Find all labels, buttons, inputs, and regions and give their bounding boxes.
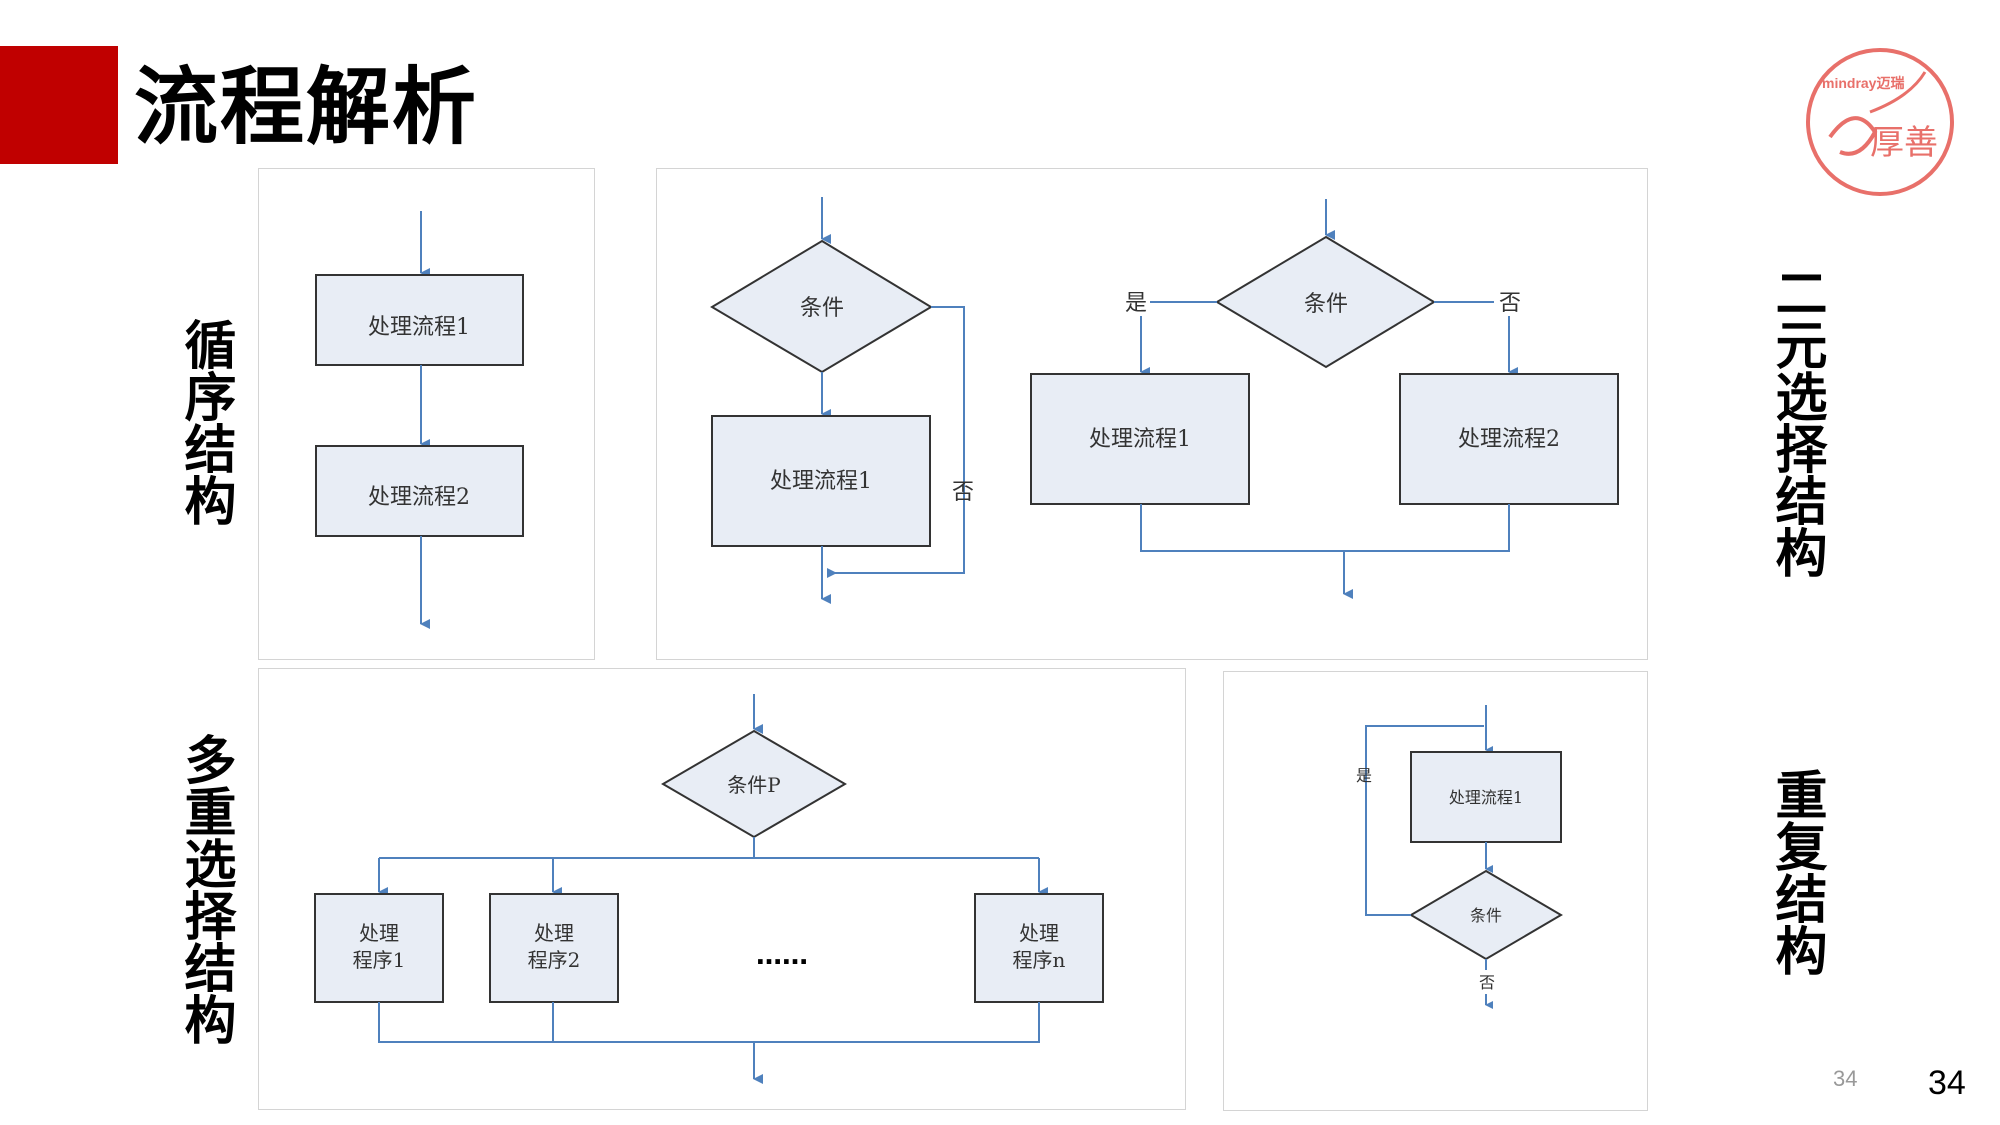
single-no-path [827, 306, 965, 578]
repeat-box-label: 处理流程1 [1449, 788, 1523, 807]
single-no-label: 否 [952, 480, 974, 505]
page-title: 流程解析 [134, 58, 479, 156]
seq-box-1 [315, 274, 524, 366]
repeat-no-label: 否 [1479, 973, 1495, 992]
binary-box-1-label: 处理流程1 [1089, 427, 1191, 452]
binary-box-1 [1030, 373, 1250, 505]
multi-box-1-line1: 处理 [359, 921, 399, 945]
repeat-yes-label: 是 [1356, 766, 1372, 785]
selection-panel: 条件 处理流程1 否 条件 是 否 处理流程1 处理流程2 [656, 168, 1648, 660]
multi-ellipsis: …… [756, 941, 808, 971]
multi-box-2-line2: 程序2 [528, 948, 581, 972]
binary-condition-diamond [1215, 235, 1436, 369]
title-accent-block [0, 46, 118, 164]
binary-yes-label: 是 [1125, 291, 1147, 316]
binary-box-2 [1399, 373, 1619, 505]
mindray-logo: mindray迈瑞 厚善 [1806, 48, 1954, 196]
single-box-label: 处理流程1 [770, 469, 872, 494]
repeat-panel: 处理流程1 条件 是 否 [1223, 671, 1648, 1111]
seq-box-1-label: 处理流程1 [368, 315, 470, 340]
multi-merge-line [378, 1002, 1040, 1043]
multi-box-1-line2: 程序1 [353, 948, 406, 972]
binary-no-label: 否 [1499, 291, 1521, 316]
multi-box-n-line1: 处理 [1019, 921, 1059, 945]
repeat-condition-label: 条件 [1470, 906, 1502, 925]
label-multi: 多重选择结构 [175, 733, 235, 1045]
seq-box-2-label: 处理流程2 [368, 485, 470, 510]
label-sequence: 循序结构 [175, 318, 235, 526]
seq-box-2 [315, 445, 524, 537]
multi-panel: 条件P 处理 程序1 处理 程序2 …… 处理 程序n [258, 668, 1186, 1110]
binary-condition-label: 条件 [1304, 292, 1348, 317]
single-condition-label: 条件 [800, 296, 844, 321]
binary-merge-line [1140, 504, 1510, 552]
logo-brand: mindray迈瑞 [1822, 75, 1904, 91]
logo-script: 厚善 [1870, 123, 1938, 163]
multi-condition-label: 条件P [727, 773, 780, 797]
repeat-loop-line [1365, 725, 1484, 916]
page-number-placeholder: 34 [1833, 1066, 1858, 1091]
multi-box-1 [314, 893, 444, 1003]
multi-box-n-line2: 程序n [1013, 948, 1066, 972]
single-box [711, 415, 931, 547]
multi-box-2 [489, 893, 619, 1003]
binary-box-2-label: 处理流程2 [1458, 427, 1560, 452]
multi-box-2-line1: 处理 [534, 921, 574, 945]
label-repeat: 重复结构 [1766, 768, 1826, 976]
sequence-panel: 处理流程1 处理流程2 [258, 168, 595, 660]
page-number: 34 [1928, 1064, 1966, 1102]
repeat-box [1410, 751, 1562, 843]
label-binary: 二元选择结构 [1766, 266, 1826, 578]
